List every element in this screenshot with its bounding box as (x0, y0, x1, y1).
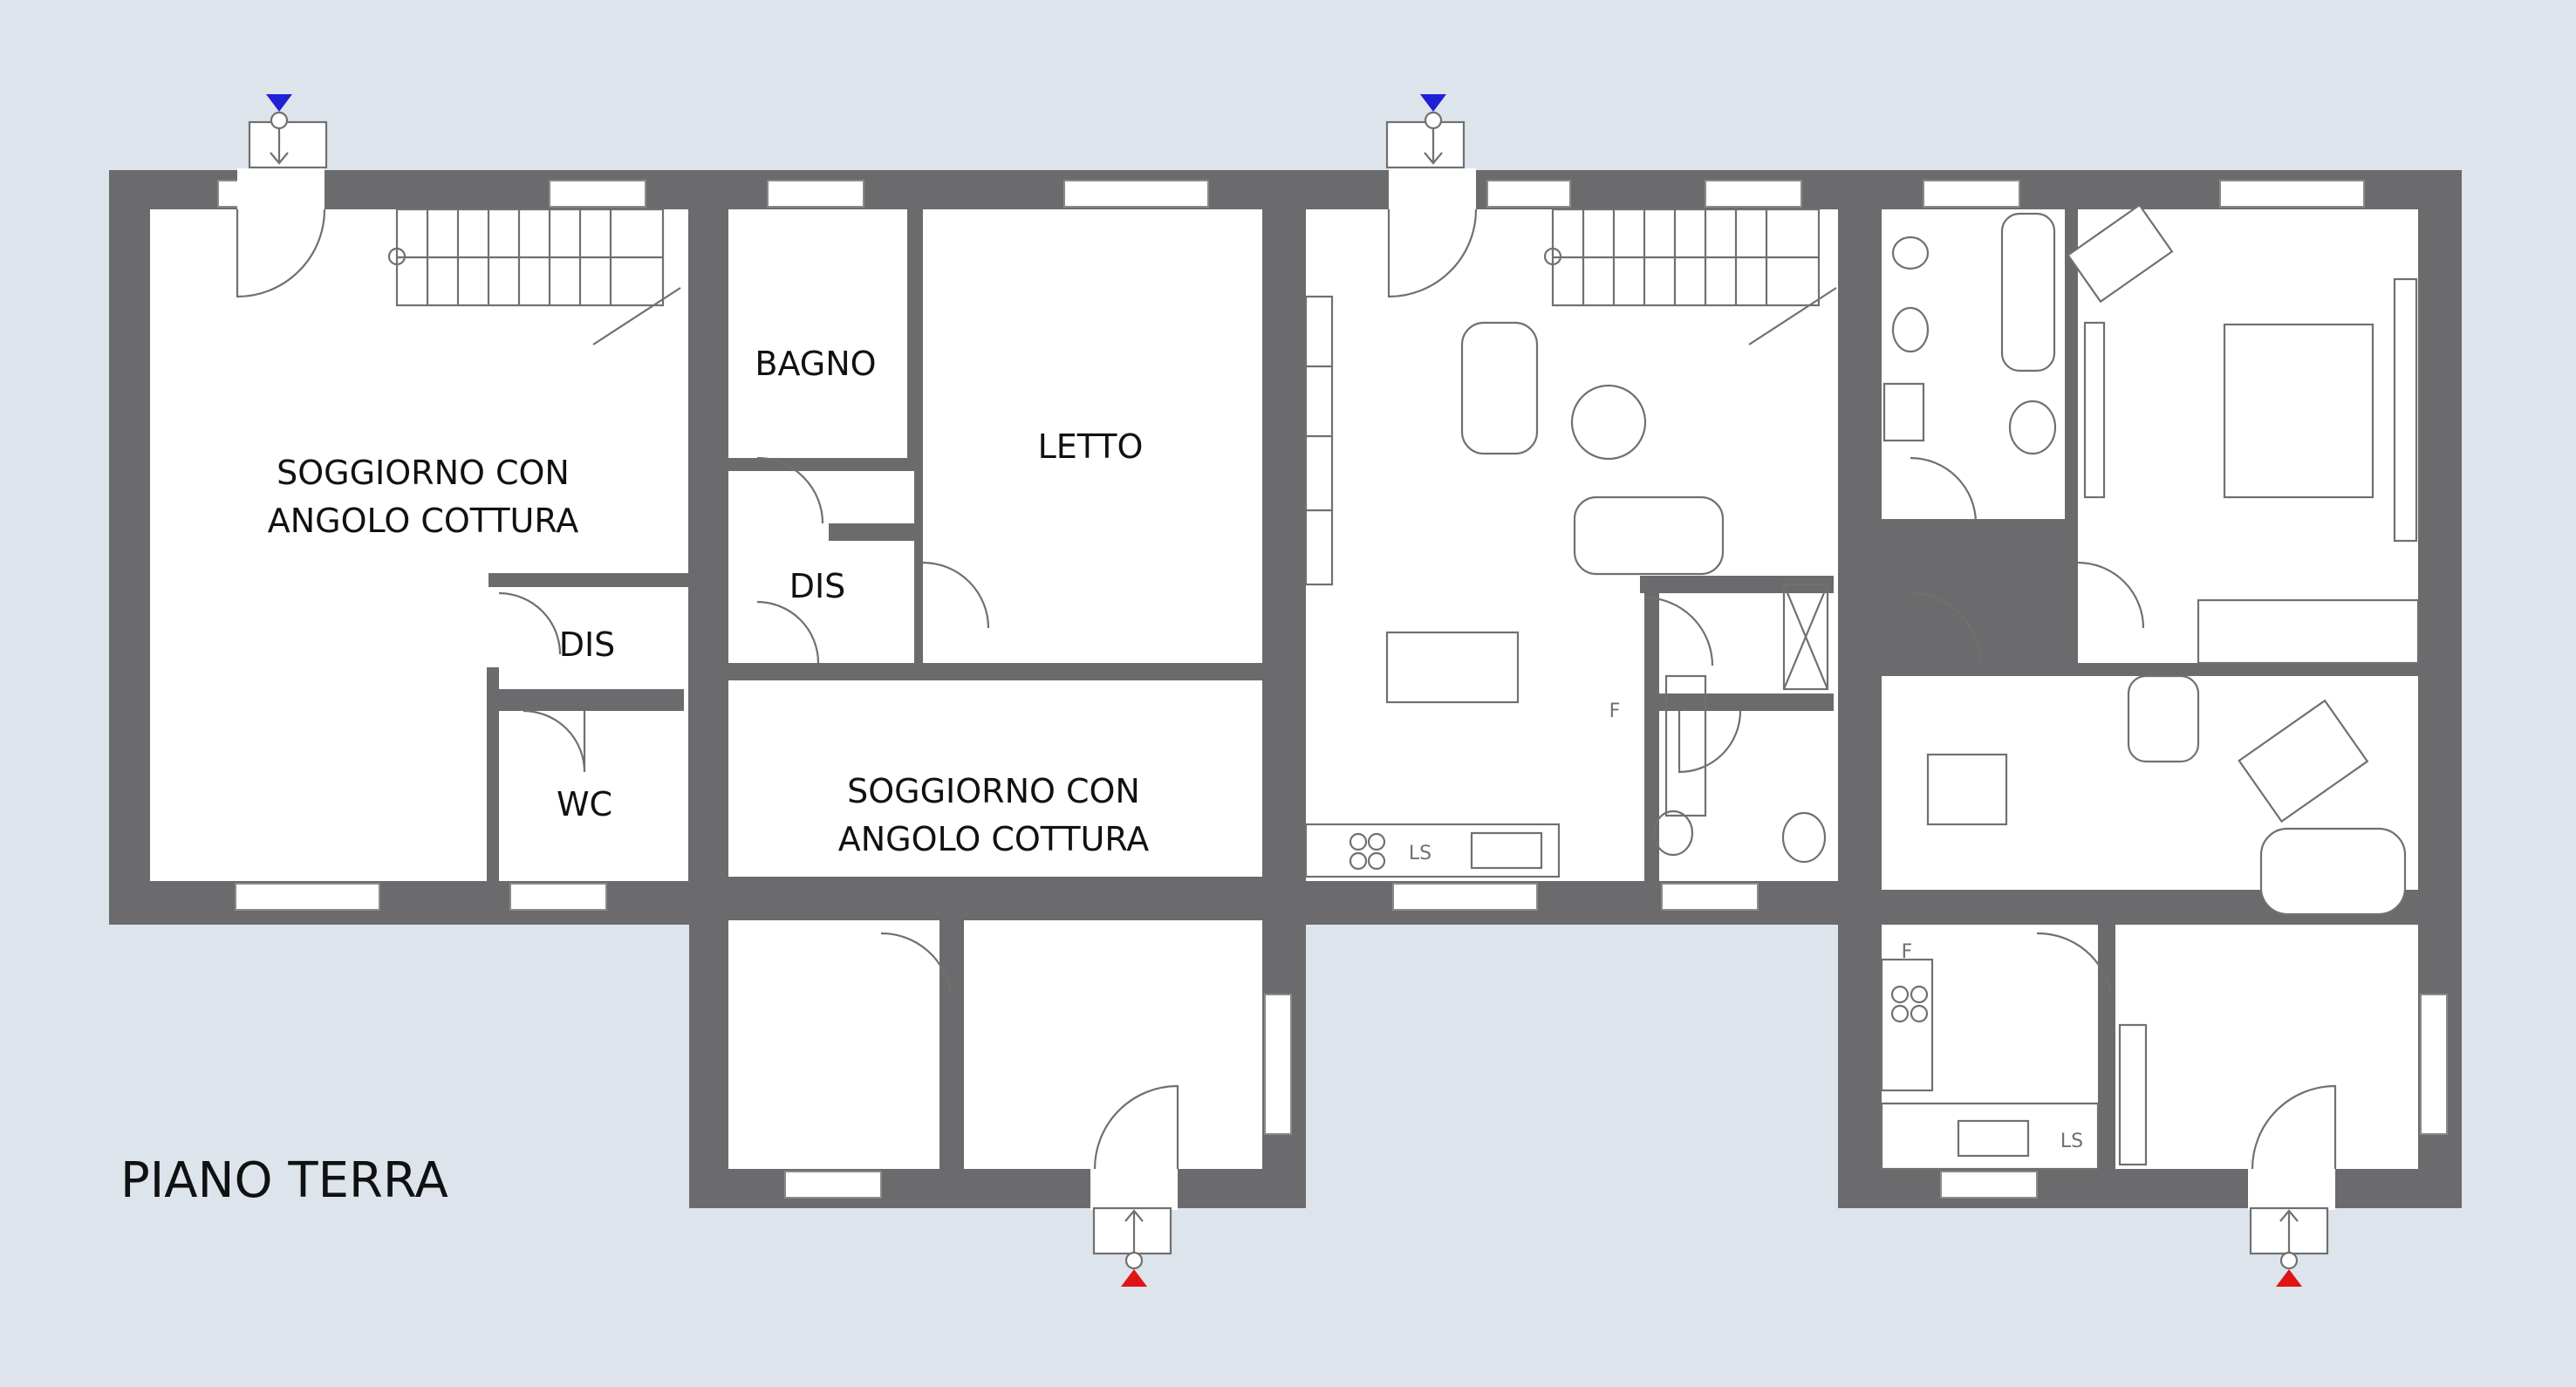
room-store (728, 920, 940, 1169)
window (235, 883, 380, 911)
window (1705, 180, 1802, 208)
fridge-label-2: F (1609, 700, 1621, 722)
furniture-unit-2 (1304, 295, 1829, 878)
room-hall (964, 920, 1262, 1169)
room-soggiorno-2 (728, 680, 1262, 877)
furniture-unit-3 (1880, 203, 2420, 1171)
window (1392, 883, 1538, 911)
entrance-marker-rear-1 (266, 94, 292, 112)
unit-1-rooms (150, 209, 1263, 1169)
appliance-labels: F LS F LS (1409, 700, 2083, 1152)
entrance-marker-front-1 (1121, 1269, 1147, 1287)
doors (236, 168, 2337, 1210)
interior-walls (487, 209, 2418, 1169)
window (1264, 994, 1292, 1135)
soggiorno-2-label-line1: SOGGIORNO CON (847, 772, 1140, 810)
entrance-markers (248, 94, 2329, 1287)
entrance-marker-front-2 (2276, 1269, 2302, 1287)
room-wc (499, 711, 678, 881)
window (784, 1171, 882, 1199)
wc-label: WC (557, 785, 612, 823)
room-labels: SOGGIORNO CON ANGOLO COTTURA DIS WC BAGN… (268, 345, 1149, 858)
room-hall-3 (2115, 925, 2418, 1169)
window (509, 883, 607, 911)
soggiorno-1-label-line2: ANGOLO COTTURA (268, 502, 578, 540)
room-bath-2 (1659, 711, 1832, 881)
room-kitchen-3 (1882, 925, 2098, 1169)
dis-2-label: DIS (789, 567, 846, 605)
fridge-label-3: F (1902, 941, 1913, 963)
bagno-label: BAGNO (755, 345, 876, 383)
window (1661, 883, 1759, 911)
window (2420, 994, 2448, 1135)
soggiorno-2-label-line2: ANGOLO COTTURA (838, 820, 1149, 858)
room-bath-3 (1882, 209, 2065, 519)
floor-title: PIANO TERRA (120, 1152, 448, 1209)
dishwasher-label-2: LS (1409, 843, 1431, 864)
window (1923, 180, 2020, 208)
room-dis-2 (728, 471, 914, 663)
dishwasher-label-3: LS (2060, 1131, 2083, 1152)
window (549, 180, 646, 208)
staircase-unit-2 (1543, 208, 1837, 345)
window (1063, 180, 1209, 208)
window (1486, 180, 1571, 208)
letto-label: LETTO (1038, 427, 1144, 466)
window (1940, 1171, 2038, 1199)
window (2219, 180, 2365, 208)
unit-2-rooms (1306, 209, 1838, 881)
windows (217, 180, 2448, 1199)
dis-1-label: DIS (559, 625, 616, 664)
room-letto (923, 209, 1263, 663)
entrance-marker-rear-2 (1420, 94, 1446, 112)
room-bagno (728, 209, 907, 458)
staircase-unit-1 (387, 208, 681, 345)
window (767, 180, 864, 208)
soggiorno-1-label-line1: SOGGIORNO CON (277, 454, 570, 492)
